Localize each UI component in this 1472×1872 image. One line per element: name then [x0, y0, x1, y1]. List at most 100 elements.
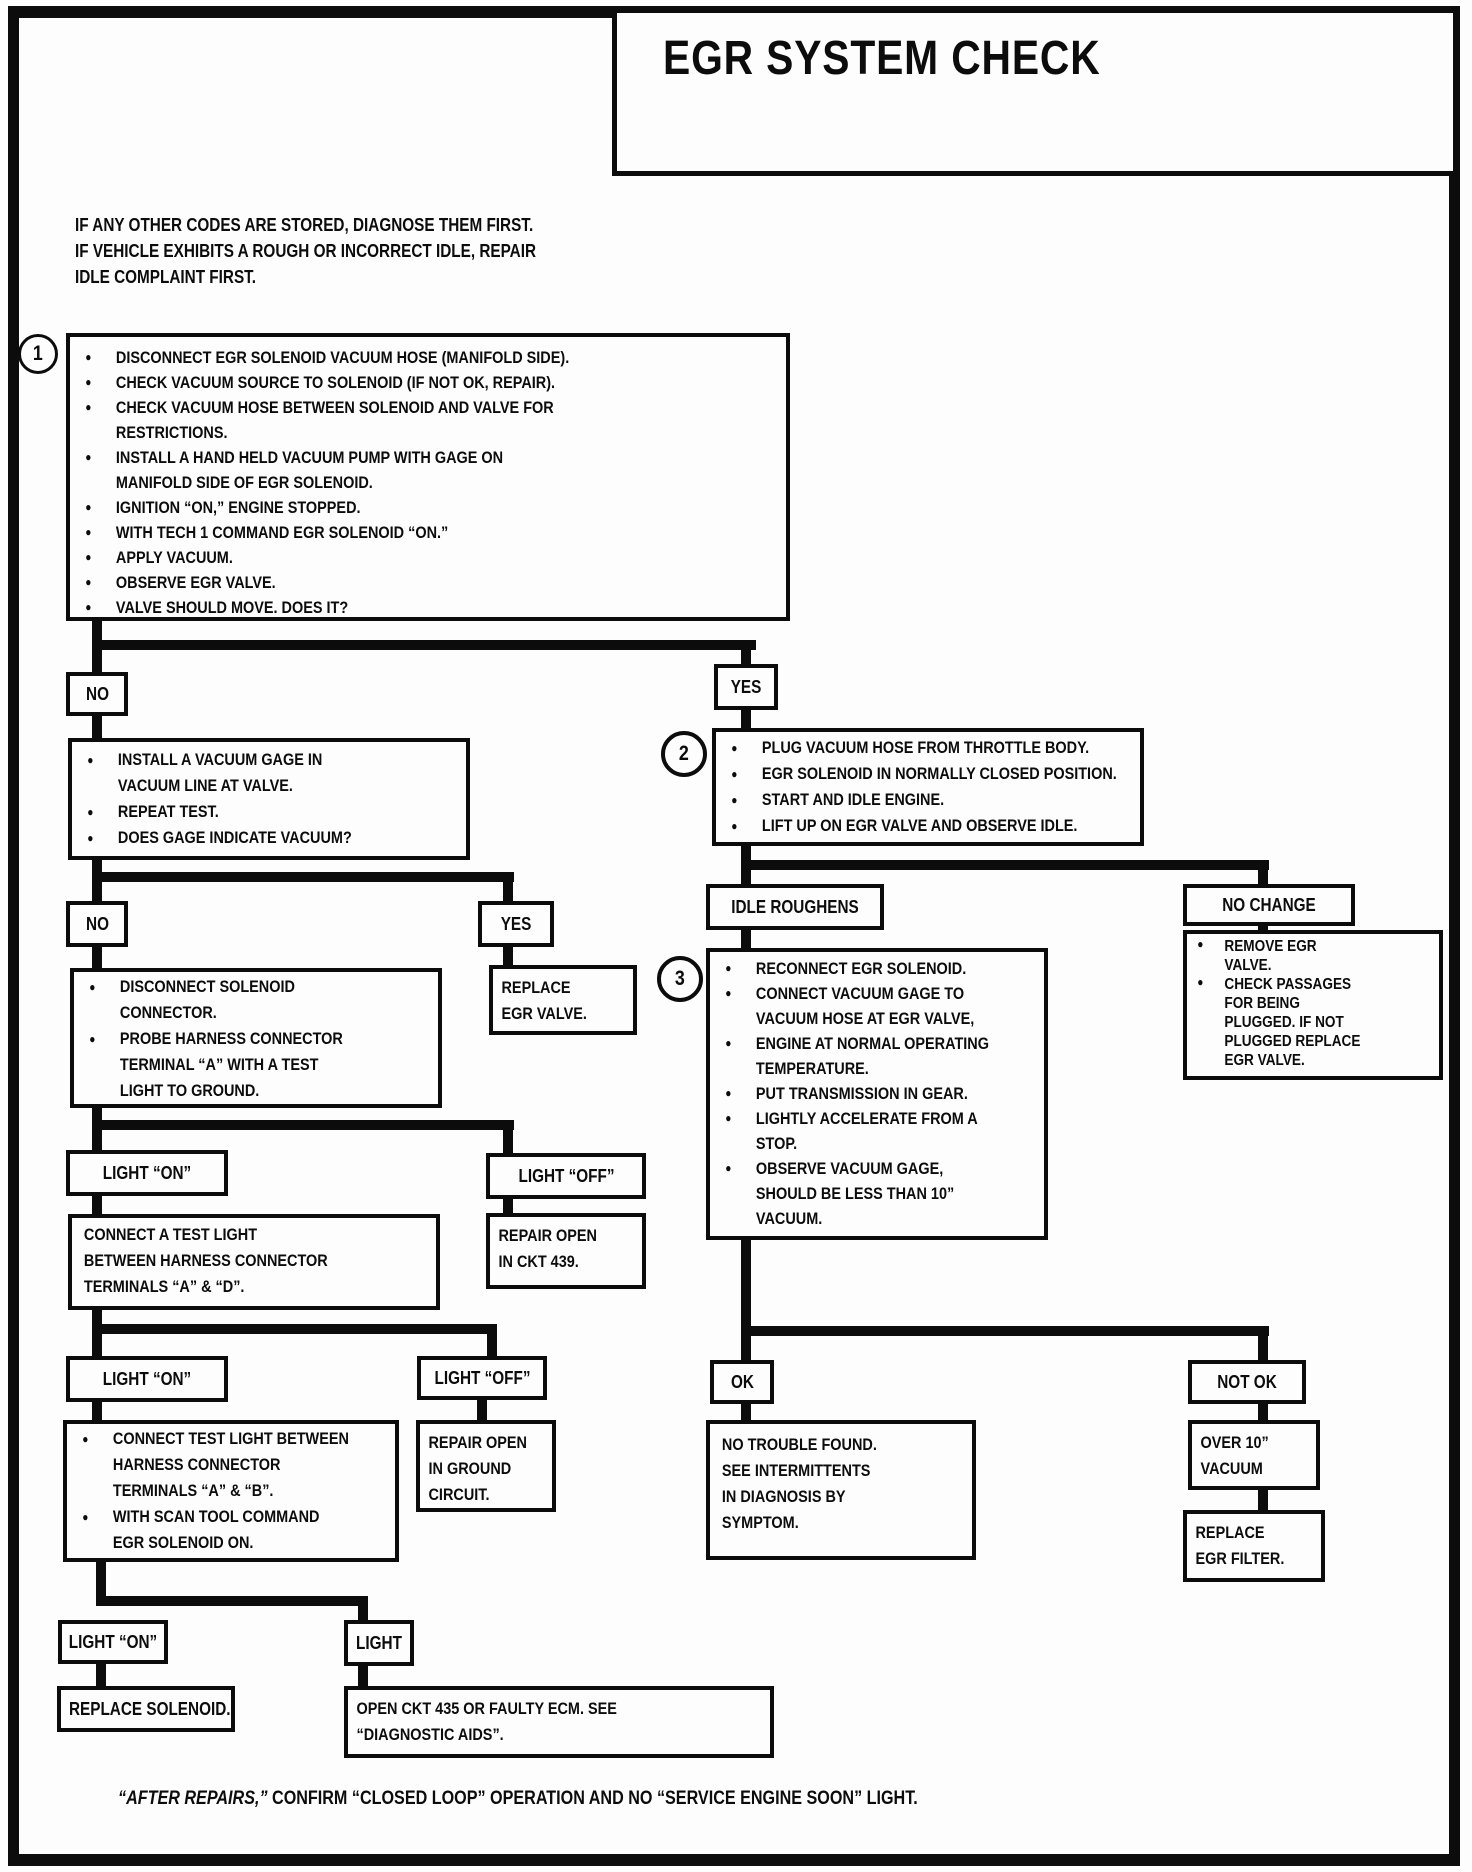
connector-line: [1258, 860, 1268, 886]
not-ok-label: NOT OK: [1188, 1360, 1306, 1404]
connector-line: [503, 1120, 513, 1154]
bullet-item: VALVE SHOULD MOVE. DOES IT?: [70, 595, 786, 620]
step-2-circle: 2: [661, 731, 707, 777]
connector-line: [358, 1666, 368, 1688]
connector-line: [92, 1402, 102, 1422]
connector-line: [92, 1324, 496, 1334]
bullet-item: WITH SCAN TOOL COMMAND EGR SOLENOID ON.: [67, 1504, 395, 1556]
replace-solenoid-box: REPLACE SOLENOID.: [57, 1686, 235, 1732]
bullet-item: WITH TECH 1 COMMAND EGR SOLENOID “ON.”: [70, 520, 786, 545]
bullet-item: INSTALL A VACUUM GAGE IN VACUUM LINE AT …: [72, 747, 466, 799]
footer-rest: CONFIRM “CLOSED LOOP” OPERATION AND NO “…: [267, 1788, 918, 1809]
connector-line: [741, 710, 751, 730]
connector-line: [503, 1199, 513, 1215]
frame-left: [8, 6, 19, 1866]
step-number: 3: [675, 967, 685, 990]
bullet-item: CHECK VACUUM HOSE BETWEEN SOLENOID AND V…: [70, 395, 786, 445]
connector-line: [358, 1596, 368, 1622]
bullet-item: DOES GAGE INDICATE VACUUM?: [72, 825, 466, 851]
bullet-item: DISCONNECT SOLENOID CONNECTOR.: [74, 974, 438, 1026]
repair-ground-circuit-box: REPAIR OPEN IN GROUND CIRCUIT.: [416, 1420, 556, 1512]
step-1-circle: 1: [18, 334, 58, 374]
frame-right: [1449, 6, 1460, 1866]
connector-line: [741, 1326, 1269, 1336]
connect-terminals-ad-box: CONNECT A TEST LIGHT BETWEEN HARNESS CON…: [68, 1214, 440, 1310]
idle-roughens-label: IDLE ROUGHENS: [706, 884, 884, 930]
connector-line: [503, 872, 513, 903]
frame-bottom: [8, 1854, 1460, 1866]
connector-line: [96, 1664, 106, 1688]
page-title: EGR SYSTEM CHECK: [663, 32, 1101, 85]
bullet-item: REMOVE EGR VALVE.: [1187, 935, 1439, 975]
bullet-item: CONNECT TEST LIGHT BETWEEN HARNESS CONNE…: [67, 1426, 395, 1504]
no-change-label: NO CHANGE: [1183, 884, 1355, 926]
connector-line: [1258, 1404, 1268, 1422]
connector-line: [96, 1596, 368, 1606]
footer-italic: “AFTER REPAIRS,”: [118, 1788, 268, 1809]
connector-line: [487, 1324, 497, 1358]
connector-line: [92, 872, 514, 882]
bullet-item: PUT TRANSMISSION IN GEAR.: [710, 1081, 1044, 1106]
step1-procedure-box: DISCONNECT EGR SOLENOID VACUUM HOSE (MAN…: [66, 333, 790, 621]
connector-line: [92, 716, 102, 740]
no-trouble-found-box: NO TROUBLE FOUND. SEE INTERMITTENTS IN D…: [706, 1420, 976, 1560]
bullet-item: INSTALL A HAND HELD VACUUM PUMP WITH GAG…: [70, 445, 786, 495]
step3-procedure-box: RECONNECT EGR SOLENOID. CONNECT VACUUM G…: [706, 948, 1048, 1240]
over-10-vacuum-box: OVER 10” VACUUM: [1188, 1420, 1320, 1490]
ok-label: OK: [710, 1360, 774, 1404]
light-label: LIGHT: [344, 1620, 414, 1666]
connector-line: [741, 640, 751, 666]
bullet-item: REPEAT TEST.: [72, 799, 466, 825]
bullet-item: PLUG VACUUM HOSE FROM THROTTLE BODY.: [716, 735, 1140, 761]
remove-egr-valve-box: REMOVE EGR VALVE. CHECK PASSAGES FOR BEI…: [1183, 930, 1443, 1080]
light-off-label-1: LIGHT “OFF”: [486, 1153, 646, 1199]
connector-line: [741, 930, 751, 950]
yes-label-1: YES: [714, 664, 778, 710]
connector-line: [92, 1120, 514, 1130]
repair-ckt439-box: REPAIR OPEN IN CKT 439.: [486, 1213, 646, 1289]
disconnect-solenoid-box: DISCONNECT SOLENOID CONNECTOR. PROBE HAR…: [70, 968, 442, 1108]
vacuum-gage-box: INSTALL A VACUUM GAGE IN VACUUM LINE AT …: [68, 738, 470, 860]
bullet-item: RECONNECT EGR SOLENOID.: [710, 956, 1044, 981]
replace-egr-valve-box: REPLACE EGR VALVE.: [489, 965, 637, 1035]
connector-line: [741, 1404, 751, 1422]
footer-note: “AFTER REPAIRS,” CONFIRM “CLOSED LOOP” O…: [118, 1788, 918, 1810]
bullet-item: CHECK PASSAGES FOR BEING PLUGGED. IF NOT…: [1187, 973, 1439, 1070]
title-box: EGR SYSTEM CHECK: [612, 8, 1458, 176]
connect-terminals-ab-box: CONNECT TEST LIGHT BETWEEN HARNESS CONNE…: [63, 1420, 399, 1562]
step-number: 2: [679, 742, 689, 765]
connector-line: [92, 947, 102, 970]
connector-line: [1258, 1326, 1268, 1362]
no-label-2: NO: [66, 901, 128, 947]
connector-line: [92, 1196, 102, 1216]
light-off-label-2: LIGHT “OFF”: [417, 1356, 547, 1400]
bullet-item: EGR SOLENOID IN NORMALLY CLOSED POSITION…: [716, 761, 1140, 787]
light-on-label-1: LIGHT “ON”: [66, 1150, 228, 1196]
connector-line: [503, 947, 513, 967]
bullet-item: OBSERVE VACUUM GAGE, SHOULD BE LESS THAN…: [710, 1156, 1044, 1231]
bullet-item: APPLY VACUUM.: [70, 545, 786, 570]
bullet-item: IGNITION “ON,” ENGINE STOPPED.: [70, 495, 786, 520]
connector-line: [741, 1240, 751, 1362]
open-ckt435-box: OPEN CKT 435 OR FAULTY ECM. SEE “DIAGNOS…: [344, 1686, 774, 1758]
connector-line: [477, 1400, 487, 1422]
connector-line: [741, 860, 1269, 870]
bullet-item: CHECK VACUUM SOURCE TO SOLENOID (IF NOT …: [70, 370, 786, 395]
no-label-1: NO: [66, 672, 128, 716]
yes-label-2: YES: [478, 901, 554, 947]
bullet-item: PROBE HARNESS CONNECTOR TERMINAL “A” WIT…: [74, 1026, 438, 1104]
connector-line: [92, 1310, 102, 1358]
bullet-item: CONNECT VACUUM GAGE TO VACUUM HOSE AT EG…: [710, 981, 1044, 1031]
step2-procedure-box: PLUG VACUUM HOSE FROM THROTTLE BODY. EGR…: [712, 728, 1144, 846]
bullet-item: LIGHTLY ACCELERATE FROM A STOP.: [710, 1106, 1044, 1156]
bullet-item: START AND IDLE ENGINE.: [716, 787, 1140, 813]
connector-line: [92, 1108, 102, 1152]
bullet-item: OBSERVE EGR VALVE.: [70, 570, 786, 595]
light-on-label-3: LIGHT “ON”: [58, 1620, 168, 1664]
step-3-circle: 3: [657, 956, 703, 1002]
bullet-item: DISCONNECT EGR SOLENOID VACUUM HOSE (MAN…: [70, 345, 786, 370]
step-number: 1: [33, 342, 43, 365]
replace-egr-filter-box: REPLACE EGR FILTER.: [1183, 1510, 1325, 1582]
bullet-item: ENGINE AT NORMAL OPERATING TEMPERATURE.: [710, 1031, 1044, 1081]
